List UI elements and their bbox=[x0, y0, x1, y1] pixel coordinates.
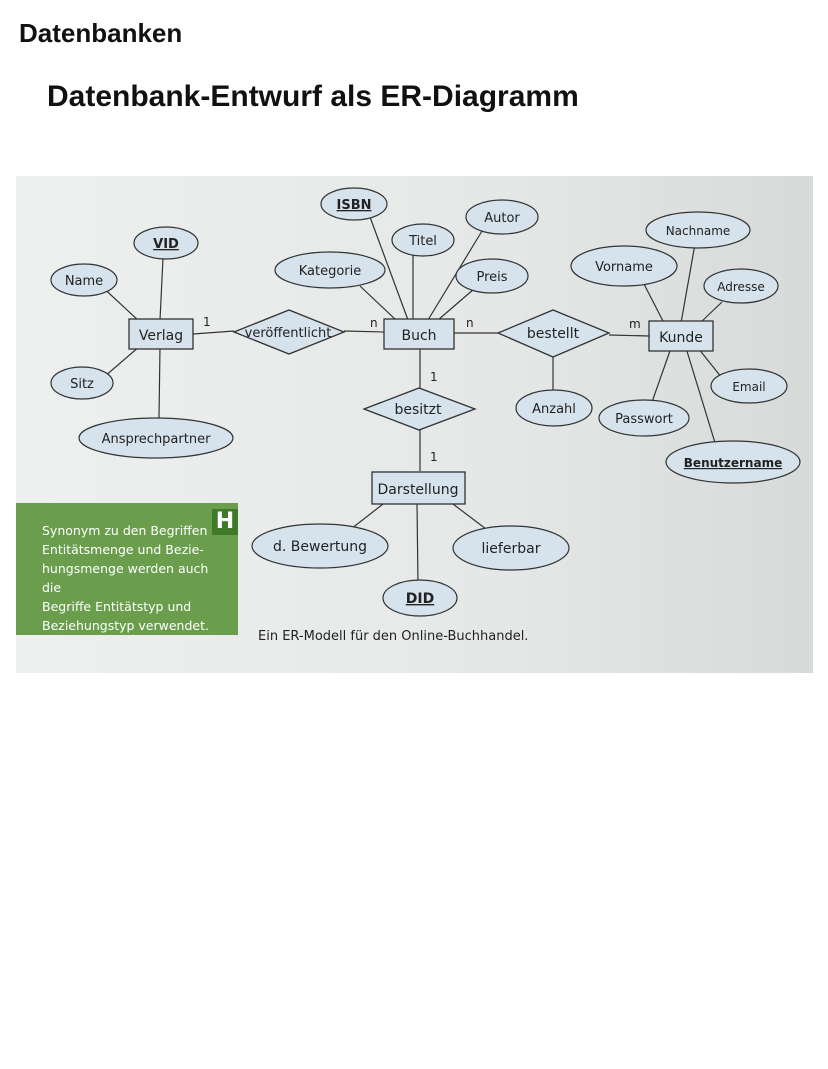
hint-box: H Synonym zu den Begriffen Entitätsmenge… bbox=[16, 503, 238, 635]
attribute-kategorie bbox=[274, 251, 386, 289]
er-diagram-photo: Verlag Buch Kunde Darstellung veröffentl… bbox=[16, 176, 813, 673]
cardinality-darstellung-has: 1 bbox=[430, 450, 438, 464]
cardinality-kunde: m bbox=[629, 317, 641, 331]
attribute-passwort bbox=[598, 399, 690, 437]
entity-buch: Buch bbox=[383, 318, 455, 350]
attribute-bewertung bbox=[251, 523, 389, 569]
attribute-benutzername-label: Benutzername bbox=[684, 456, 782, 470]
attribute-lieferbar-label: lieferbar bbox=[482, 541, 541, 557]
cardinality-buch-pub: n bbox=[370, 316, 378, 330]
hint-line: hungsmenge werden auch die bbox=[42, 561, 209, 595]
cardinality-buch-has: 1 bbox=[430, 370, 438, 384]
entity-kunde-label: Kunde bbox=[659, 330, 703, 346]
attribute-name-label: Name bbox=[65, 274, 103, 289]
entity-verlag: Verlag bbox=[128, 318, 194, 350]
attribute-anzahl bbox=[515, 389, 593, 427]
page-title: Datenbank-Entwurf als ER-Diagramm bbox=[47, 80, 579, 113]
relationship-veroeffentlicht-label: veröffentlicht bbox=[245, 326, 332, 341]
attribute-vid bbox=[133, 226, 199, 260]
relationship-bestellt: bestellt bbox=[496, 309, 611, 358]
relationship-besitzt-label: besitzt bbox=[394, 402, 442, 418]
attribute-ansprechpartner bbox=[78, 417, 234, 459]
relationship-veroeffentlicht: veröffentlicht bbox=[232, 309, 346, 355]
attribute-lieferbar bbox=[452, 525, 570, 571]
attribute-nachname bbox=[645, 211, 751, 249]
hint-line: Beziehungstyp verwendet. bbox=[42, 618, 209, 633]
attribute-titel bbox=[391, 223, 455, 257]
entity-verlag-label: Verlag bbox=[139, 328, 183, 344]
attribute-preis bbox=[455, 258, 529, 294]
hint-line: Begriffe Entitätstyp und bbox=[42, 599, 192, 614]
attribute-autor-label: Autor bbox=[484, 211, 520, 226]
hint-line: Entitätsmenge und Bezie- bbox=[42, 542, 204, 557]
attribute-benutzername bbox=[665, 440, 801, 484]
entity-darstellung: Darstellung bbox=[371, 471, 466, 505]
attribute-sitz bbox=[50, 366, 114, 400]
attribute-anzahl-label: Anzahl bbox=[532, 402, 576, 417]
attribute-ansprechpartner-label: Ansprechpartner bbox=[102, 432, 211, 447]
attribute-autor bbox=[465, 199, 539, 235]
attribute-nachname-label: Nachname bbox=[666, 224, 731, 238]
attribute-sitz-label: Sitz bbox=[70, 377, 94, 392]
attribute-name bbox=[50, 263, 118, 297]
hint-line: Synonym zu den Begriffen bbox=[42, 523, 208, 538]
relationship-besitzt: besitzt bbox=[362, 387, 477, 431]
diagram-caption: Ein ER-Modell für den Online-Buchhandel. bbox=[258, 629, 529, 644]
cardinality-buch-order: n bbox=[466, 316, 474, 330]
attribute-email bbox=[710, 368, 788, 404]
attribute-vorname-label: Vorname bbox=[595, 260, 653, 275]
connector-lines bbox=[97, 216, 723, 585]
attribute-bewertung-label: d. Bewertung bbox=[273, 539, 367, 555]
attribute-titel-label: Titel bbox=[408, 234, 437, 249]
entity-buch-label: Buch bbox=[401, 328, 436, 344]
attribute-kategorie-label: Kategorie bbox=[299, 264, 362, 279]
attribute-isbn bbox=[320, 187, 388, 221]
attribute-vorname bbox=[570, 245, 678, 287]
attribute-preis-label: Preis bbox=[476, 270, 507, 285]
attribute-passwort-label: Passwort bbox=[615, 412, 673, 427]
attribute-did-label: DID bbox=[406, 591, 434, 607]
header-title: Datenbanken bbox=[19, 18, 183, 48]
hint-text: Synonym zu den Begriffen Entitätsmenge u… bbox=[42, 521, 218, 635]
hint-letter: H bbox=[212, 509, 238, 535]
attribute-isbn-label: ISBN bbox=[337, 198, 372, 213]
attribute-vid-label: VID bbox=[153, 237, 179, 252]
attribute-ellipses bbox=[50, 187, 801, 617]
entity-darstellung-label: Darstellung bbox=[378, 482, 459, 498]
entity-kunde: Kunde bbox=[648, 320, 714, 352]
attribute-email-label: Email bbox=[732, 380, 765, 394]
attribute-did bbox=[382, 579, 458, 617]
attribute-adresse-label: Adresse bbox=[717, 280, 765, 294]
cardinality-verlag: 1 bbox=[203, 315, 211, 329]
relationship-bestellt-label: bestellt bbox=[527, 326, 580, 342]
attribute-adresse bbox=[703, 268, 779, 304]
